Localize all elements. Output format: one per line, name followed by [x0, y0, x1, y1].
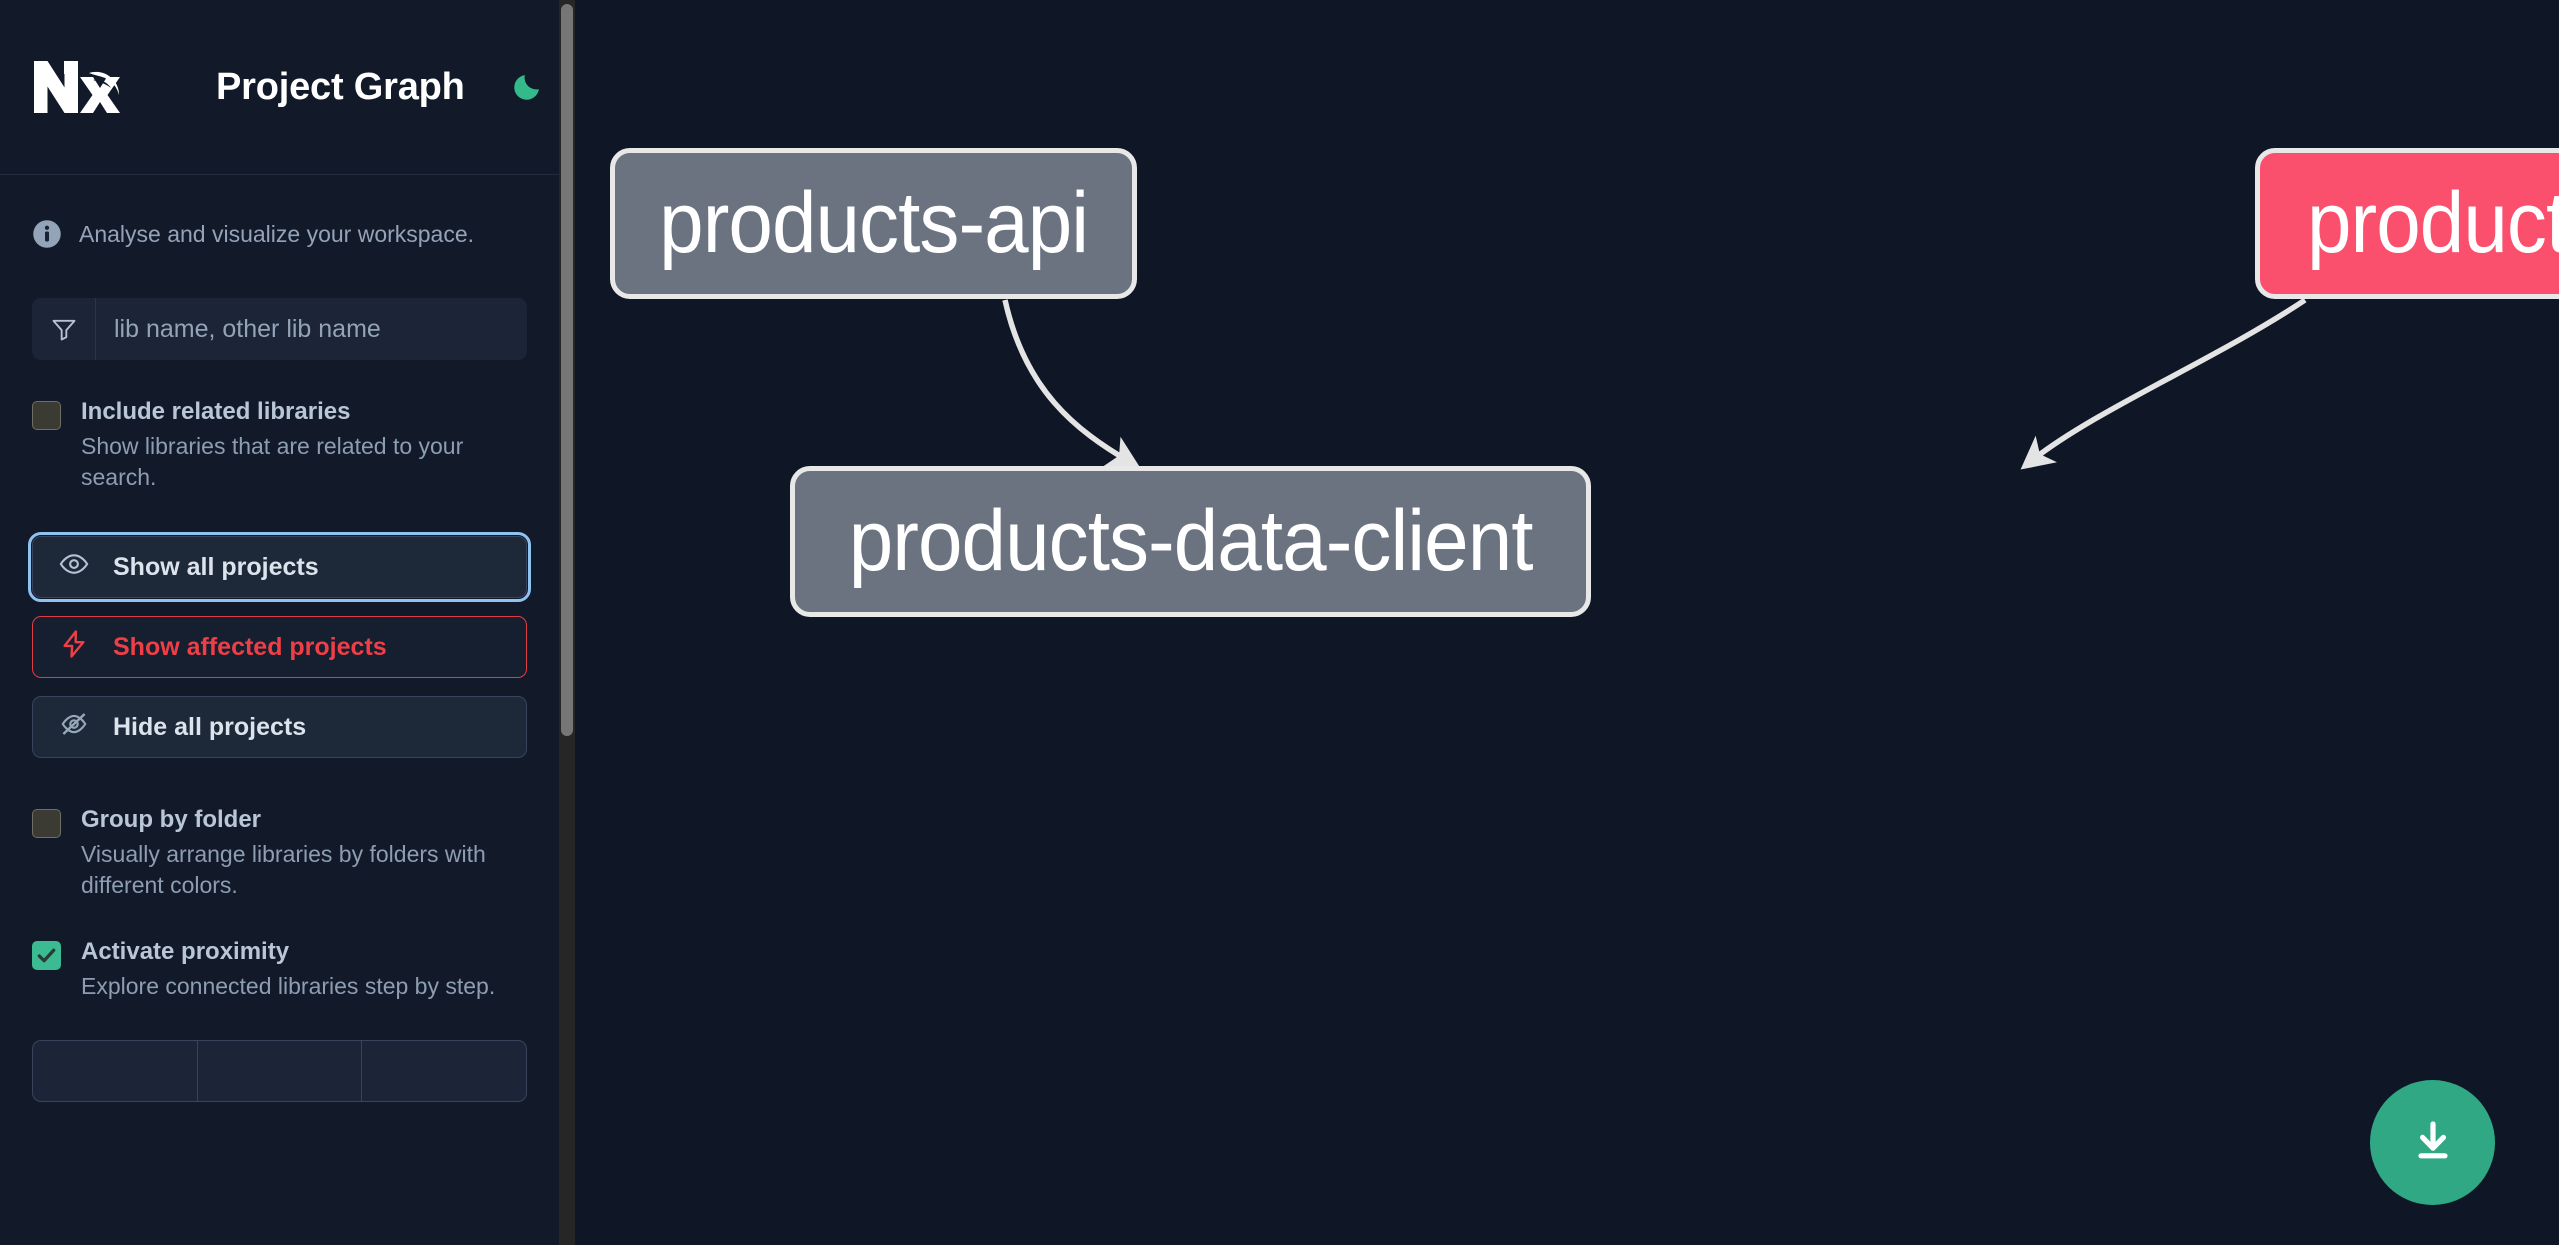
sidebar-header: Project Graph [0, 0, 559, 175]
download-graph-button[interactable] [2370, 1080, 2495, 1205]
page-title: Project Graph [216, 65, 465, 108]
graph-node-label: products-cli [2306, 175, 2559, 271]
checkbox-description: Show libraries that are related to your … [81, 433, 464, 490]
info-icon [32, 219, 62, 249]
graph-canvas[interactable]: products-api products-cli products-data-… [575, 0, 2559, 1245]
checkbox-label: Include related libraries [81, 398, 351, 425]
segment-option-1[interactable] [33, 1040, 198, 1101]
show-affected-projects-label: Show affected projects [113, 632, 387, 661]
edge-products-cli-to-products-data-client[interactable] [2020, 297, 2307, 470]
segment-option-2[interactable] [198, 1040, 363, 1101]
nx-logo [32, 59, 124, 115]
graph-edges-layer [1002, 297, 2307, 470]
search-section [0, 249, 559, 360]
checkbox-description: Visually arrange libraries by folders wi… [81, 841, 486, 898]
download-icon [2409, 1117, 2457, 1168]
graph-node-products-cli[interactable]: products-cli [2255, 148, 2559, 299]
layout-segmented-control[interactable] [0, 1002, 559, 1102]
lightning-bolt-icon [59, 629, 89, 666]
eye-icon [59, 549, 89, 586]
show-all-projects-label: Show all projects [113, 552, 319, 581]
checkbox-label: Activate proximity [81, 938, 290, 966]
search-input[interactable] [96, 298, 527, 360]
search-box[interactable] [32, 298, 527, 360]
checkbox-description: Explore connected libraries step by step… [81, 973, 496, 1000]
sidebar: Project Graph Analyse and visualize yo [0, 0, 575, 1245]
hide-all-projects-button[interactable]: Hide all projects [32, 696, 527, 759]
graph-node-label: products-data-client [848, 493, 1534, 589]
sidebar-scrollbar[interactable] [559, 0, 575, 1245]
graph-node-label: products-api [659, 175, 1089, 271]
checkbox-box[interactable] [32, 941, 61, 971]
checkbox-activate-proximity[interactable]: Activate proximity Explore connected lib… [0, 900, 559, 1002]
segment-option-3[interactable] [362, 1041, 526, 1101]
show-all-projects-button[interactable]: Show all projects [28, 532, 531, 603]
filter-funnel-icon[interactable] [32, 298, 96, 360]
hide-all-projects-label: Hide all projects [113, 712, 307, 741]
checkbox-label: Group by folder [81, 806, 261, 834]
checkbox-box[interactable] [32, 401, 61, 430]
show-affected-projects-button[interactable]: Show affected projects [32, 616, 527, 679]
sidebar-scrollbar-thumb[interactable] [561, 4, 573, 736]
sidebar-scroll-region: Project Graph Analyse and visualize yo [0, 0, 559, 1245]
checkbox-group-by-folder[interactable]: Group by folder Visually arrange librari… [0, 758, 559, 900]
edge-products-api-to-products-data-client[interactable] [1002, 299, 1141, 469]
check-icon [37, 948, 56, 963]
tagline-text: Analyse and visualize your workspace. [79, 220, 475, 247]
graph-node-products-data-client[interactable]: products-data-client [790, 466, 1591, 617]
checkbox-include-related-libraries[interactable]: Include related libraries Show libraries… [0, 360, 559, 492]
eye-off-icon [59, 709, 89, 746]
moon-icon[interactable] [507, 67, 547, 107]
graph-node-products-api[interactable]: products-api [610, 148, 1137, 299]
checkbox-box[interactable] [32, 809, 61, 839]
tagline: Analyse and visualize your workspace. [0, 175, 559, 249]
